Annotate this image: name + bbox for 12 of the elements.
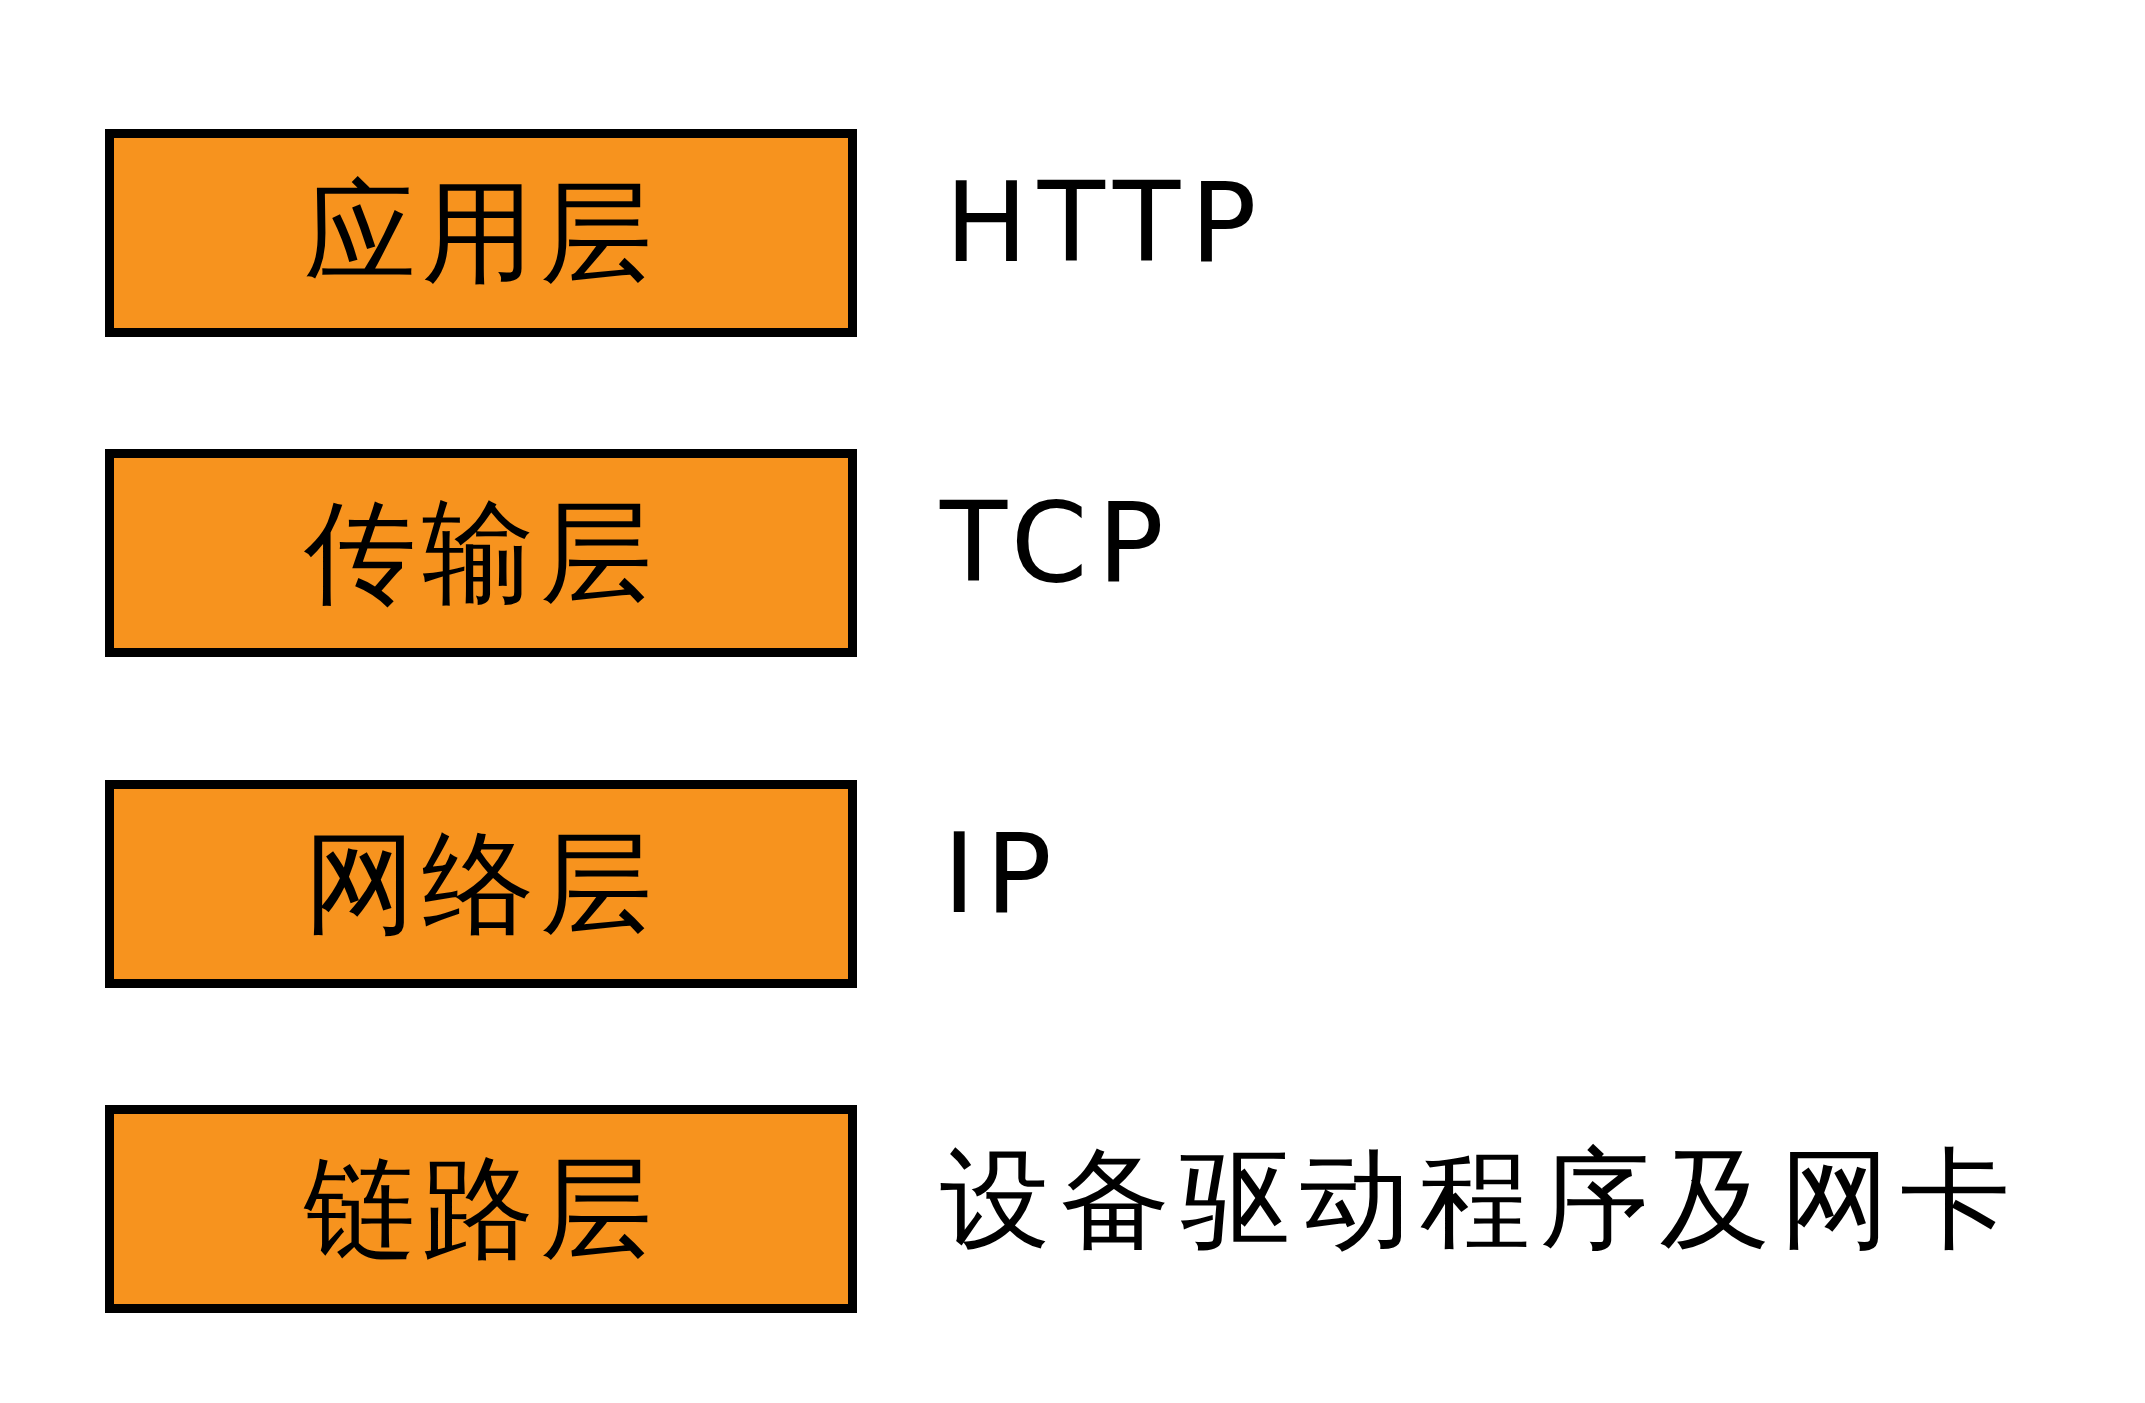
layer-box <box>105 1105 857 1313</box>
protocol-label: IP <box>943 813 1062 935</box>
layer-box <box>105 449 857 657</box>
protocol-label: HTTP <box>945 162 1267 284</box>
layer-name: 网络层 <box>304 822 658 946</box>
layer-name: 链路层 <box>304 1147 658 1271</box>
layer-box <box>105 129 857 337</box>
layer-box <box>105 780 857 988</box>
protocol-label: 设备驱动程序及网卡 <box>940 1138 2020 1260</box>
layer-name: 传输层 <box>304 491 658 615</box>
layer-name: 应用层 <box>304 171 658 295</box>
protocol-label: TCP <box>940 482 1174 604</box>
